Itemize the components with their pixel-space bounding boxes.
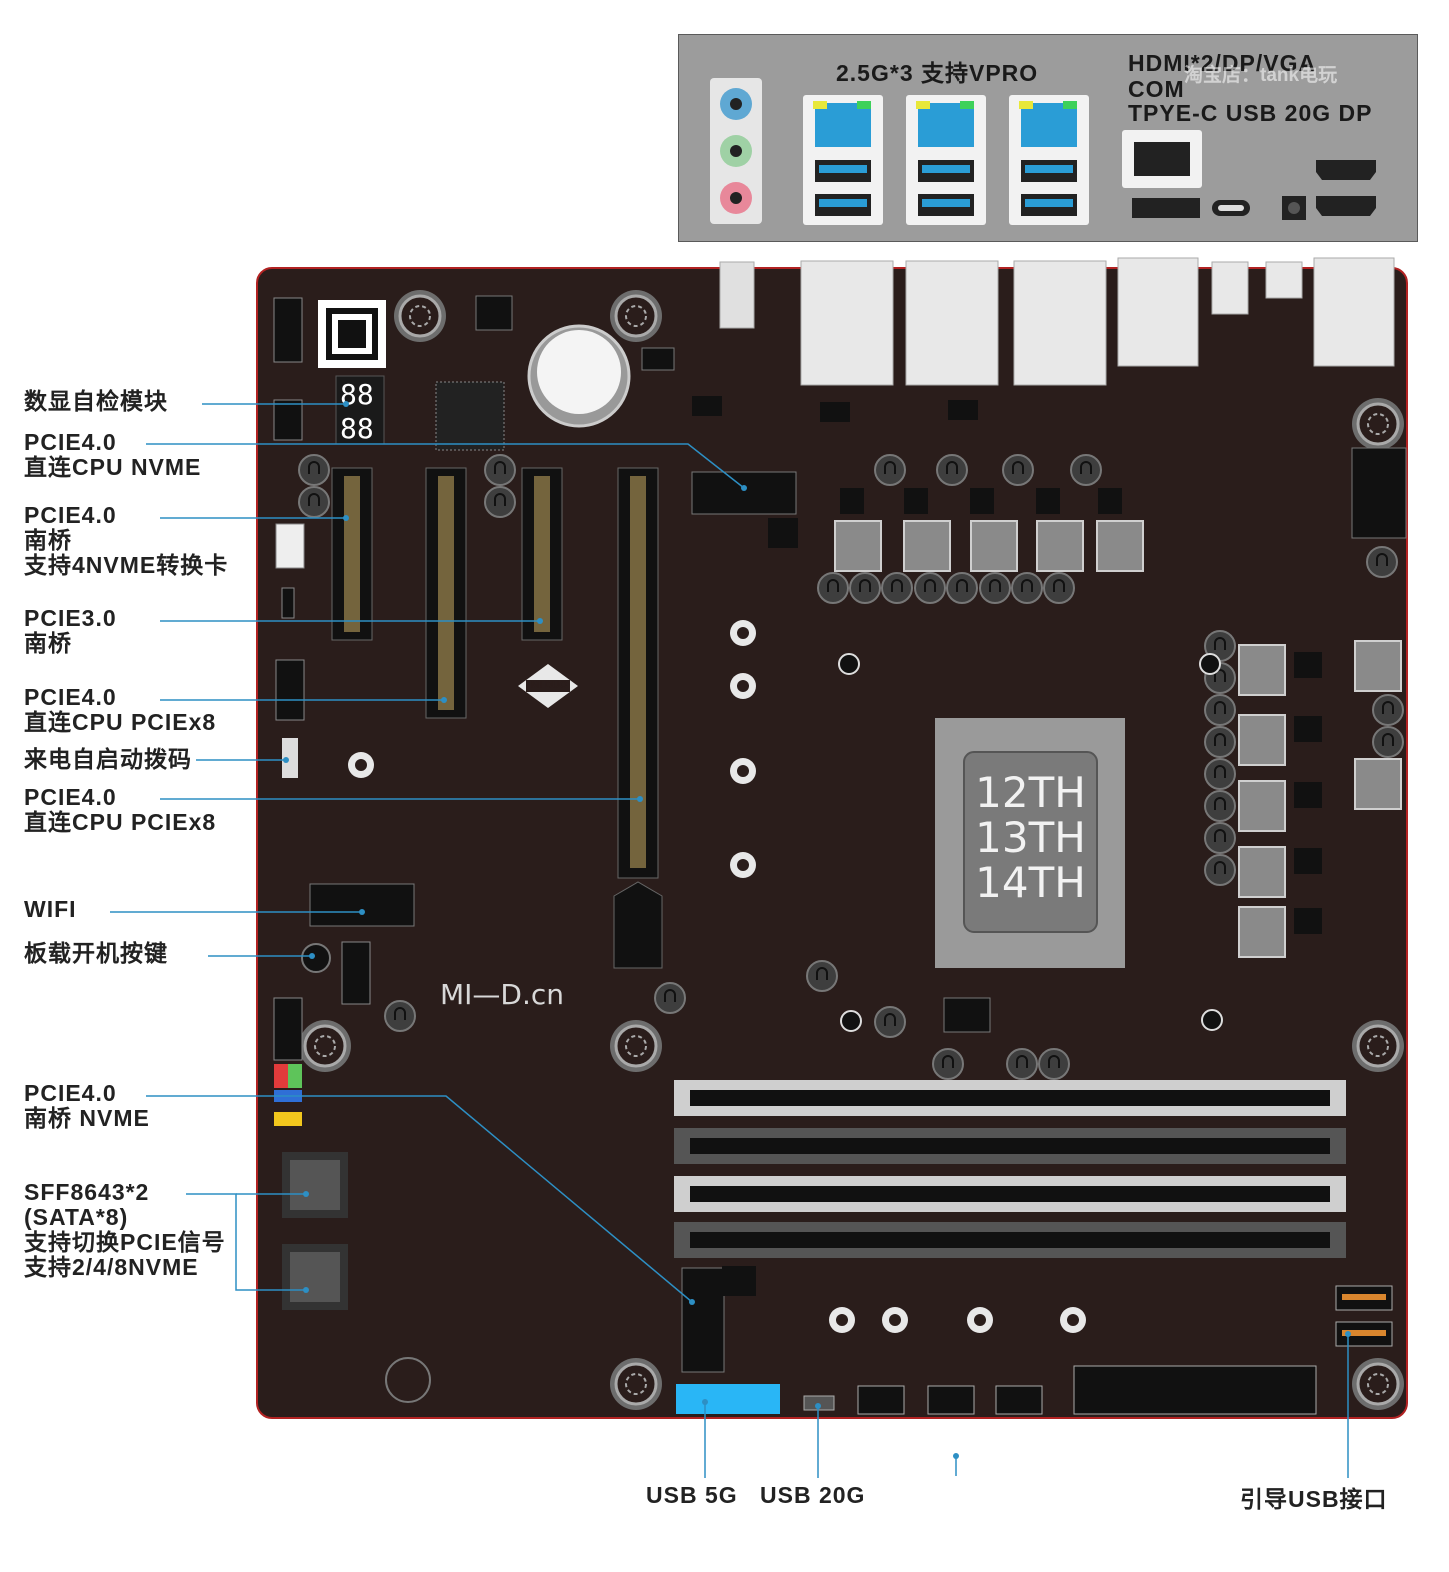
callout-line: 直连CPU NVME: [24, 454, 202, 480]
cpu-gen-13: 13TH: [975, 813, 1086, 862]
mi-duo-logo: MI DUO: [531, 680, 568, 691]
callout-pch-nvme: PCIE4.0 南桥 NVME: [24, 1081, 150, 1131]
callout-line: 南桥: [24, 527, 72, 553]
callout-pch-pcie4-x4: PCIE4.0 南桥 支持4NVME转换卡: [24, 503, 228, 578]
dimm-slots: [674, 1080, 1346, 1258]
callout-cpu-pcie-x8-a: PCIE4.0 直连CPU PCIEx8: [24, 685, 216, 735]
callout-line: 南桥: [24, 630, 72, 656]
leader-lines: [110, 403, 1349, 1478]
cpu-gen-14: 14TH: [975, 858, 1086, 907]
callout-line: 来电自启动拨码: [24, 746, 192, 772]
audio-jacks: [710, 78, 762, 224]
callout-line: 板载开机按键: [24, 940, 168, 966]
callout-sff8643: SFF8643*2 (SATA*8) 支持切换PCIE信号 支持2/4/8NVM…: [24, 1180, 226, 1280]
callout-cpu-pcie-x8-b: PCIE4.0 直连CPU PCIEx8: [24, 785, 216, 835]
label-boot-usb: 引导USB接口: [1240, 1486, 1388, 1512]
callout-line: WIFI: [24, 896, 77, 922]
callout-power-on-switch: 来电自启动拨码: [24, 747, 192, 772]
lan-label: 2.5G*3 支持VPRO: [836, 60, 1039, 86]
svg-text:88: 88: [340, 412, 374, 445]
callout-line: SFF8643*2: [24, 1179, 150, 1205]
callout-pch-pcie3: PCIE3.0 南桥: [24, 606, 117, 656]
label-usb-5g: USB 5G: [646, 1482, 738, 1508]
video-label-3: TPYE-C USB 20G DP: [1128, 100, 1373, 126]
brand-text: MI—D.cn: [440, 978, 565, 1011]
callout-line: PCIE4.0: [24, 1080, 117, 1106]
callout-line: 直连CPU PCIEx8: [24, 709, 217, 735]
callout-cpu-nvme: PCIE4.0 直连CPU NVME: [24, 430, 201, 480]
callout-line: PCIE4.0: [24, 684, 117, 710]
callout-line: 数显自检模块: [24, 388, 168, 414]
label-usb-20g: USB 20G: [760, 1482, 866, 1508]
callout-power-button: 板载开机按键: [24, 941, 168, 966]
callout-line: PCIE4.0: [24, 502, 117, 528]
cpu-gen-12: 12TH: [975, 768, 1086, 817]
watermark: 淘宝店：tank电玩: [1184, 65, 1338, 86]
callout-line: 南桥 NVME: [24, 1105, 150, 1131]
callout-wifi: WIFI: [24, 897, 77, 922]
callout-line: 支持2/4/8NVME: [24, 1254, 199, 1280]
callout-line: (SATA*8): [24, 1204, 129, 1230]
video-label-1: HDMI*2/DP/VGA: [1128, 50, 1317, 76]
callout-line: 支持切换PCIE信号: [24, 1229, 226, 1255]
video-label-2: COM: [1128, 76, 1185, 102]
callout-line: PCIE3.0: [24, 605, 117, 631]
callout-line: 支持4NVME转换卡: [24, 552, 229, 578]
video-ports: [1122, 130, 1376, 220]
callout-line: PCIE4.0: [24, 784, 117, 810]
callout-debug-display: 数显自检模块: [24, 389, 168, 414]
rear-connectors: [719, 257, 1395, 386]
lan-usb-stacks: [803, 95, 1089, 225]
callout-line: 直连CPU PCIEx8: [24, 809, 217, 835]
cpu-socket-label: 12TH 13TH 14TH: [964, 770, 1097, 905]
callout-line: PCIE4.0: [24, 429, 117, 455]
